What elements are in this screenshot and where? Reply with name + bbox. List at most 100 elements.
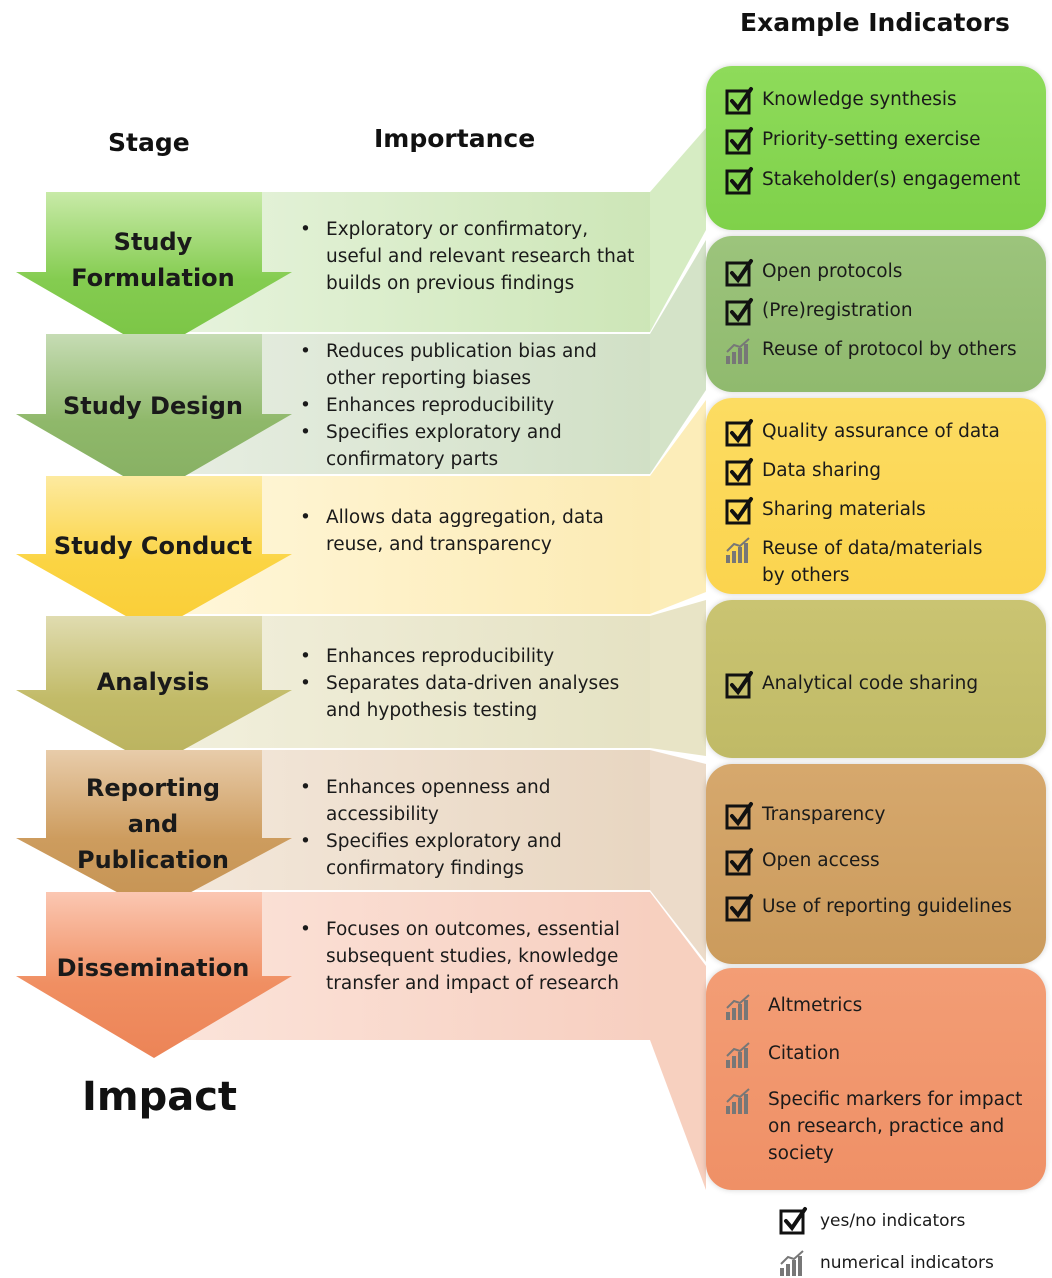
- bar-chart-icon: [726, 994, 750, 1020]
- stage-label-line: and: [127, 810, 179, 838]
- stage-label-study-conduct: Study Conduct: [30, 528, 276, 564]
- indicator-item: Transparency: [724, 801, 885, 831]
- indicator-box-conduct: [706, 398, 1046, 594]
- stage-label-line: Reporting: [85, 774, 221, 802]
- legend-numerical: numerical indicators: [778, 1248, 994, 1278]
- checkbox-icon: [725, 802, 753, 830]
- indicator-item: Use of reporting guidelines: [724, 893, 1012, 923]
- bar-chart-icon: [726, 1042, 750, 1068]
- indicator-item: Quality assurance of data: [724, 418, 1000, 448]
- importance-bullet: Specifies exploratory and confirmatory p…: [300, 419, 640, 473]
- stage-label-line: Formulation: [71, 264, 235, 292]
- arrow-dissemination: [16, 892, 292, 1058]
- indicator-label-line: on research, practice and: [768, 1116, 1005, 1137]
- importance-text-formulation: Exploratory or confirmatory, useful and …: [300, 216, 640, 297]
- indicator-item: Data sharing: [724, 457, 881, 487]
- checkbox-icon: [725, 497, 753, 525]
- stage-label-study-formulation: Study Formulation: [30, 224, 276, 296]
- checkbox-icon: [725, 671, 753, 699]
- indicator-item: Stakeholder(s) engagement: [724, 166, 1020, 196]
- importance-text-design: Reduces publication bias and other repor…: [300, 338, 640, 473]
- connector-dissemination: [650, 892, 706, 1190]
- indicator-item: Priority-setting exercise: [724, 126, 981, 156]
- stage-column-header: Stage: [108, 128, 190, 157]
- stage-label-line: Publication: [76, 846, 229, 874]
- indicator-item: Open access: [724, 847, 880, 877]
- connector-analysis: [650, 600, 706, 756]
- indicator-label-line: Specific markers for impact: [768, 1089, 1023, 1110]
- indicator-item: Specific markers for impact on research,…: [724, 1086, 1022, 1170]
- importance-bullet: Enhances openness and accessibility: [300, 774, 640, 828]
- connector-design: [650, 240, 706, 474]
- stage-label-line: Analysis: [96, 668, 210, 696]
- importance-bullet: Separates data-driven analyses and hypot…: [300, 670, 640, 724]
- indicator-box-dissemination: [706, 968, 1046, 1190]
- indicator-box-formulation: [706, 66, 1046, 230]
- indicator-label: Open protocols: [762, 261, 903, 282]
- importance-bullet: Allows data aggregation, data reuse, and…: [300, 504, 640, 558]
- indicator-label-line: society: [768, 1143, 834, 1164]
- indicator-box-analysis: [706, 600, 1046, 758]
- importance-bullet: Exploratory or confirmatory, useful and …: [300, 216, 640, 297]
- checkbox-icon: [725, 167, 753, 195]
- checkbox-icon: [725, 458, 753, 486]
- stage-label-line: Study: [113, 228, 193, 256]
- checkbox-icon: [725, 419, 753, 447]
- indicator-box-design: [706, 236, 1046, 392]
- importance-text-dissemination: Focuses on outcomes, essential subsequen…: [300, 916, 640, 997]
- stage-arrows: [16, 192, 292, 1058]
- stage-label-analysis: Analysis: [30, 664, 276, 700]
- importance-text-reporting: Enhances openness and accessibility Spec…: [300, 774, 640, 882]
- importance-column-header: Importance: [374, 124, 536, 153]
- indicator-label: Reuse of data/materials by others: [762, 535, 983, 589]
- stage-label-line: Study Conduct: [53, 532, 253, 560]
- importance-bullet: Focuses on outcomes, essential subsequen…: [300, 916, 640, 997]
- connector-formulation: [650, 128, 706, 332]
- indicator-label: Stakeholder(s) engagement: [762, 169, 1021, 190]
- connector-reporting: [650, 750, 706, 962]
- indicator-item: Reuse of data/materials by others: [724, 535, 983, 591]
- importance-bullet: Specifies exploratory and confirmatory f…: [300, 828, 640, 882]
- indicator-item: Reuse of protocol by others: [724, 336, 1017, 366]
- indicator-label: Data sharing: [762, 460, 881, 481]
- example-indicators-header: Example Indicators: [740, 8, 1010, 37]
- indicator-item: Sharing materials: [724, 496, 926, 526]
- arrow-study-conduct: [16, 476, 292, 632]
- importance-bullet: Enhances reproducibility: [300, 643, 640, 670]
- checkbox-icon: [779, 1207, 807, 1235]
- indicator-label: Citation: [768, 1043, 841, 1064]
- indicator-box-reporting: [706, 764, 1046, 964]
- stage-label-study-design: Study Design: [30, 388, 276, 424]
- connector-conduct: [650, 400, 706, 614]
- checkbox-icon: [725, 127, 753, 155]
- checkbox-icon: [725, 259, 753, 287]
- indicator-label: Use of reporting guidelines: [762, 896, 1012, 917]
- indicator-label: Transparency: [762, 804, 886, 825]
- indicator-label: Specific markers for impact on research,…: [768, 1086, 1022, 1167]
- indicator-label: Altmetrics: [768, 995, 863, 1016]
- bar-chart-icon: [780, 1250, 804, 1276]
- indicator-item: (Pre)registration: [724, 297, 913, 327]
- checkbox-icon: [725, 87, 753, 115]
- indicator-label: Priority-setting exercise: [762, 129, 981, 150]
- indicator-label-line: by others: [762, 565, 850, 586]
- arrow-study-formulation: [16, 192, 292, 352]
- bar-chart-icon: [726, 1088, 750, 1114]
- indicator-label: Sharing materials: [762, 499, 926, 520]
- bar-chart-icon: [726, 338, 750, 364]
- indicator-label: Reuse of protocol by others: [762, 339, 1017, 360]
- checkbox-icon: [725, 298, 753, 326]
- indicator-item: Knowledge synthesis: [724, 86, 957, 116]
- stage-label-dissemination: Dissemination: [30, 950, 276, 986]
- legend-yes-no: yes/no indicators: [778, 1206, 965, 1236]
- indicator-label: Open access: [762, 850, 880, 871]
- arrow-study-design: [16, 334, 292, 494]
- importance-text-conduct: Allows data aggregation, data reuse, and…: [300, 504, 640, 558]
- importance-bullet: Enhances reproducibility: [300, 392, 640, 419]
- checkbox-icon: [725, 894, 753, 922]
- indicator-label: Knowledge synthesis: [762, 89, 957, 110]
- checkbox-icon: [725, 848, 753, 876]
- indicator-label: Analytical code sharing: [762, 673, 979, 694]
- arrow-analysis: [16, 616, 292, 766]
